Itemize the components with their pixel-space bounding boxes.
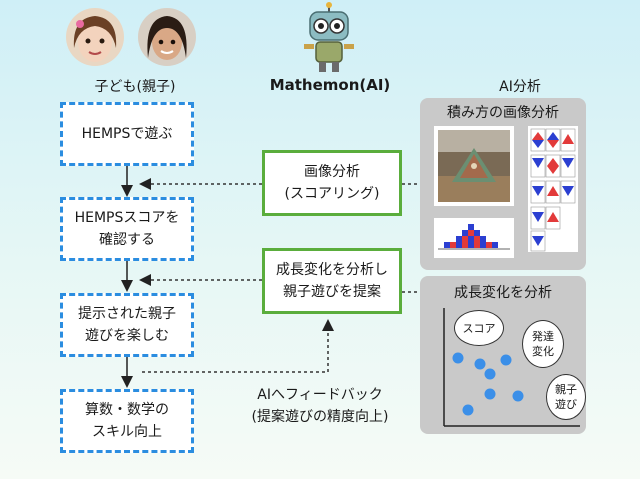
- scatter-point: [462, 404, 474, 416]
- ai-box-text: (スコアリング): [284, 186, 380, 202]
- cluster-play: 親子遊び: [546, 374, 586, 420]
- flow-box-text: 確認する: [99, 232, 155, 248]
- feedback-label: AIへフィードバック (提案遊びの精度向上): [220, 384, 420, 428]
- cluster-text: 発達: [532, 330, 554, 343]
- growth-analysis-panel: 成長変化を分析 スコア 発達変化 親子遊び: [420, 276, 586, 434]
- scatter-point: [512, 390, 524, 402]
- flow-box-enjoy-play: 提示された親子遊びを楽しむ: [60, 293, 194, 357]
- ai-box-image-analysis: 画像分析 (スコアリング): [262, 150, 402, 216]
- child-avatar-1: [66, 8, 124, 66]
- cluster-text: 親子: [555, 383, 577, 396]
- scatter-axes: [443, 308, 580, 427]
- cluster-score: スコア: [454, 310, 504, 346]
- scatter-point: [452, 352, 464, 364]
- ai-box-text: 親子遊びを提案: [283, 284, 381, 300]
- tile-grid-image: [528, 126, 578, 252]
- scatter-point: [474, 358, 486, 370]
- stacking-pattern-image: [434, 218, 514, 258]
- block-photo-image: [434, 126, 514, 206]
- scatter-point: [500, 354, 512, 366]
- column-label-analysis: AI分析: [499, 79, 541, 95]
- ai-box-text: 成長変化を分析し: [276, 262, 388, 278]
- panel-title: 成長変化を分析: [454, 285, 552, 301]
- column-label-ai: Mathemon(AI): [269, 76, 391, 94]
- mathemon-robot-icon: [300, 2, 358, 74]
- flow-box-text: 提示された親子: [78, 306, 176, 322]
- scatter-point: [484, 368, 496, 380]
- flow-box-text: HEMPSスコアを: [74, 210, 180, 226]
- cluster-development: 発達変化: [522, 320, 564, 368]
- child-avatar-2: [138, 8, 196, 66]
- scatter-point: [484, 388, 496, 400]
- column-label-children: 子ども(親子): [94, 79, 176, 95]
- flow-box-text: 算数・数学の: [85, 402, 169, 418]
- cluster-text: 変化: [532, 345, 554, 358]
- feedback-line2: (提案遊びの精度向上): [251, 409, 389, 425]
- panel-title: 積み方の画像分析: [447, 105, 559, 121]
- feedback-line1: AIへフィードバック: [257, 387, 383, 403]
- flow-box-check-score: HEMPSスコアを確認する: [60, 197, 194, 261]
- flow-box-text: HEMPSで遊ぶ: [81, 126, 173, 142]
- flow-box-play-hemps: HEMPSで遊ぶ: [60, 102, 194, 166]
- ai-box-text: 画像分析: [304, 164, 360, 180]
- feedback-dotted-path: [142, 319, 334, 373]
- cluster-text: 遊び: [555, 398, 577, 411]
- flow-box-text: 遊びを楽しむ: [85, 328, 169, 344]
- image-analysis-panel: 積み方の画像分析: [420, 98, 586, 270]
- flow-box-text: スキル向上: [92, 424, 162, 440]
- ai-box-growth-analysis: 成長変化を分析し親子遊びを提案: [262, 248, 402, 314]
- flow-box-skill-up: 算数・数学のスキル向上: [60, 389, 194, 453]
- cluster-text: スコア: [462, 321, 496, 335]
